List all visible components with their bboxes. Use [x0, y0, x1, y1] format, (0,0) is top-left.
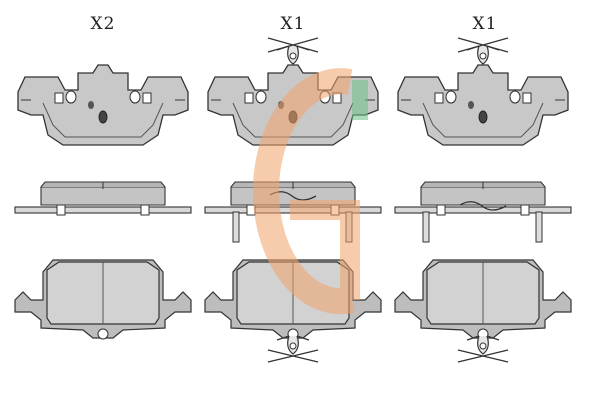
- quantity-label-set-2: X1: [280, 14, 306, 34]
- quantity-label-set-1: X2: [90, 14, 116, 34]
- quantity-label-set-3: X1: [472, 14, 498, 34]
- pad-profile-set-1: [14, 181, 192, 216]
- pad-friction-view-set-3: [394, 259, 572, 363]
- pad-back-view-set-1: [17, 64, 189, 146]
- pad-friction-view-set-2: [204, 259, 382, 363]
- pad-back-view-set-3: [397, 37, 569, 146]
- pad-back-view-set-2: [207, 37, 379, 146]
- watermark-logo: [252, 68, 368, 315]
- pad-friction-view-set-1: [14, 259, 192, 340]
- pad-profile-set-3: [394, 181, 572, 243]
